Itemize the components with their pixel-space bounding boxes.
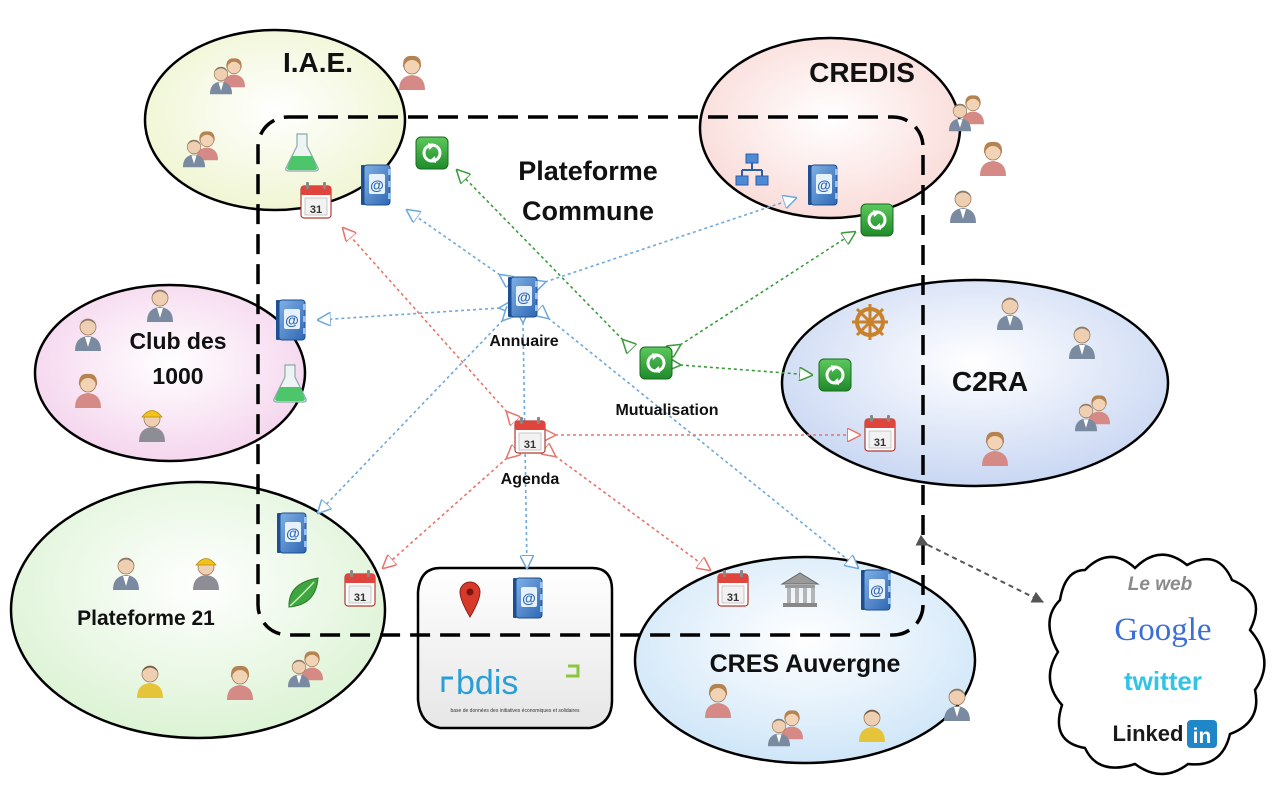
group-title-credis: CREDIS xyxy=(809,57,915,88)
group-title-iae: I.A.E. xyxy=(283,47,353,78)
user-female-icon xyxy=(398,55,426,91)
group-title-c2ra: C2RA xyxy=(952,366,1028,397)
p21-calendar-icon: 31 xyxy=(344,569,376,607)
calendar-day: 31 xyxy=(354,592,366,604)
calendar-day: 31 xyxy=(874,437,886,449)
link-annuaire-iae xyxy=(407,210,500,275)
link-mutu-credis xyxy=(680,232,855,345)
address-book-icon xyxy=(807,164,839,206)
link-plateforme-web xyxy=(915,534,1044,603)
address-book-icon xyxy=(360,164,392,206)
mutualisation-hub-icon xyxy=(638,345,674,381)
web-title: Le web xyxy=(1128,574,1193,595)
platform-title-line2: Commune xyxy=(522,196,654,226)
helm-icon xyxy=(850,302,890,342)
group-club-ellipse xyxy=(33,283,307,463)
platform-title-line1: Plateforme xyxy=(518,156,658,186)
link-mutu-c2ra xyxy=(680,365,812,375)
link-annuaire-club xyxy=(318,308,500,320)
group-title-club-line1: Club des xyxy=(129,328,226,354)
link-agenda-cres xyxy=(555,456,710,570)
annuaire-hub-icon xyxy=(507,276,539,318)
google-logo: Google xyxy=(1114,612,1211,648)
group-title-cres: CRES Auvergne xyxy=(710,650,901,678)
rbdis-tagline: base de données des initiatives économiq… xyxy=(451,708,580,714)
links-layer xyxy=(318,170,1044,603)
c2ra-calendar-icon: 31 xyxy=(864,414,896,452)
calendar-day: 31 xyxy=(524,439,536,451)
sync-icon xyxy=(859,202,895,238)
iae-calendar-icon: 31 xyxy=(300,181,332,219)
hub-label-agenda: Agenda xyxy=(501,471,560,488)
calendar-day: 31 xyxy=(727,592,739,604)
rbdis-logo-text: bdis xyxy=(456,664,518,702)
linkedin-word: Linked xyxy=(1113,721,1184,746)
sync-icon xyxy=(817,357,853,393)
address-book-icon xyxy=(860,569,892,611)
plateforme-commune-border xyxy=(256,115,925,637)
twitter-logo: twitter xyxy=(1124,666,1202,696)
hub-label-annuaire: Annuaire xyxy=(489,333,558,350)
agenda-hub-icon: 31 xyxy=(514,416,546,454)
link-agenda-iae xyxy=(343,228,507,412)
user-icon xyxy=(949,190,977,224)
link-agenda-p21 xyxy=(383,458,507,568)
calendar-day: 31 xyxy=(310,204,322,216)
cres-calendar-icon: 31 xyxy=(717,569,749,607)
link-mutu-iae xyxy=(457,170,623,340)
address-book-icon xyxy=(512,577,544,619)
address-book-icon xyxy=(275,299,307,341)
rbdis-logo: bdis base de données des initiatives éco… xyxy=(441,664,580,714)
sync-icon xyxy=(414,135,450,171)
address-book-icon xyxy=(276,512,308,554)
link-annuaire-p21 xyxy=(318,320,503,513)
group-title-p21: Plateforme 21 xyxy=(77,607,215,630)
group-title-club-line2: 1000 xyxy=(152,363,203,389)
web-cloud xyxy=(1048,553,1266,776)
user-female-icon xyxy=(979,141,1007,177)
hub-label-mutualisation: Mutualisation xyxy=(615,402,718,419)
group-iae-ellipse xyxy=(143,28,407,212)
linkedin-in: in xyxy=(1193,725,1212,748)
link-annuaire-rbdis xyxy=(523,322,527,568)
linkedin-logo: Linked in xyxy=(1113,720,1217,748)
